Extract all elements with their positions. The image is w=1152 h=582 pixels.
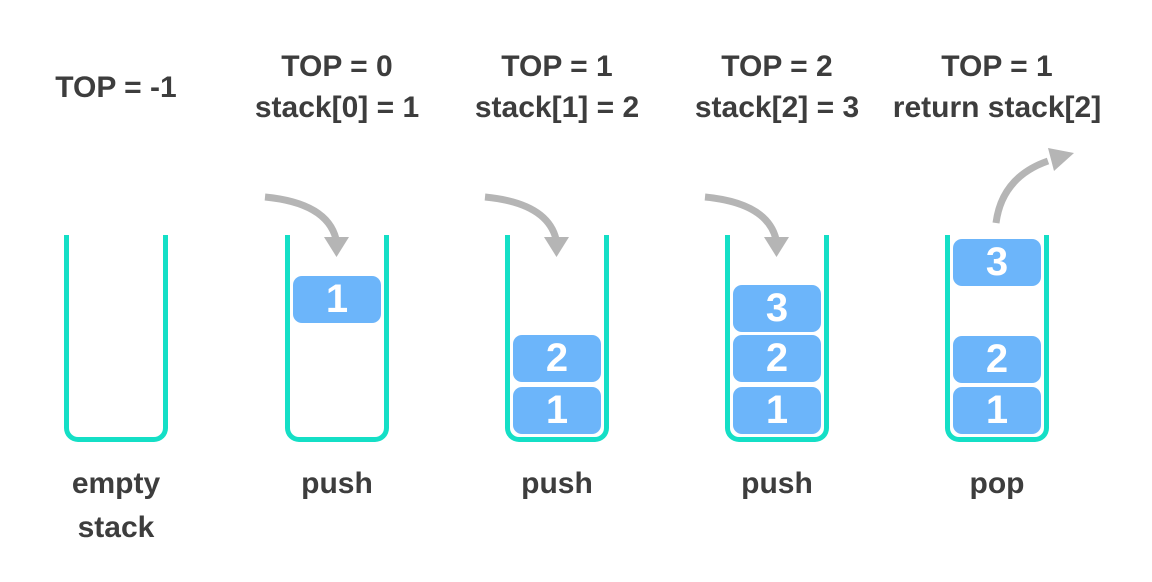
push-arrow-icon — [484, 193, 569, 257]
stack-element-value: 2 — [545, 336, 569, 380]
assignment-text: stack[0] = 1 — [254, 91, 420, 124]
stack-element: 1 — [293, 276, 381, 323]
assignment-text: stack[1] = 2 — [474, 91, 640, 124]
stack-element-value: 3 — [765, 286, 789, 330]
pop-arrow-icon — [992, 148, 1074, 224]
stack-container — [505, 235, 609, 442]
stack-element: 3 — [953, 239, 1041, 286]
stack-element-value: 1 — [545, 388, 569, 432]
stack-element: 2 — [953, 336, 1041, 383]
push-arrow-icon — [704, 193, 789, 257]
stage-header-push-2: TOP = 1 stack[1] = 2 — [427, 46, 687, 128]
stage-label: push — [301, 467, 373, 500]
top-pointer-text: TOP = 1 — [941, 50, 1053, 83]
stage-header-pop: TOP = 1 return stack[2] — [867, 46, 1127, 128]
stage-label: push — [521, 467, 593, 500]
stage-label: push — [741, 467, 813, 500]
stack-element: 1 — [513, 387, 601, 434]
stack-element: 3 — [733, 285, 821, 332]
stack-container — [64, 235, 168, 442]
stack-element-value: 3 — [985, 240, 1009, 284]
stack-element-value: 1 — [325, 277, 349, 321]
stack-element: 2 — [513, 335, 601, 382]
stack-element: 1 — [953, 387, 1041, 434]
top-pointer-text: TOP = 2 — [721, 50, 833, 83]
stack-element-value: 2 — [985, 337, 1009, 381]
push-arrow-icon — [264, 193, 349, 257]
assignment-text: stack[2] = 3 — [694, 91, 860, 124]
stage-label: pop — [969, 467, 1025, 500]
stage-label: empty stack — [71, 467, 161, 544]
stack-element: 1 — [733, 387, 821, 434]
stack-container — [725, 235, 829, 442]
top-pointer-text: TOP = -1 — [55, 70, 177, 104]
top-pointer-text: TOP = 0 — [281, 50, 393, 83]
return-text: return stack[2] — [892, 91, 1102, 124]
stack-element-value: 2 — [765, 336, 789, 380]
stack-element: 2 — [733, 335, 821, 382]
top-pointer-text: TOP = 1 — [501, 50, 613, 83]
stack-element-value: 1 — [985, 388, 1009, 432]
stage-header-push-1: TOP = 0 stack[0] = 1 — [207, 46, 467, 128]
stack-container — [285, 235, 389, 442]
stack-container — [945, 235, 1049, 442]
stage-header-empty: TOP = -1 — [0, 46, 246, 128]
stack-element-value: 1 — [765, 388, 789, 432]
stage-header-push-3: TOP = 2 stack[2] = 3 — [647, 46, 907, 128]
